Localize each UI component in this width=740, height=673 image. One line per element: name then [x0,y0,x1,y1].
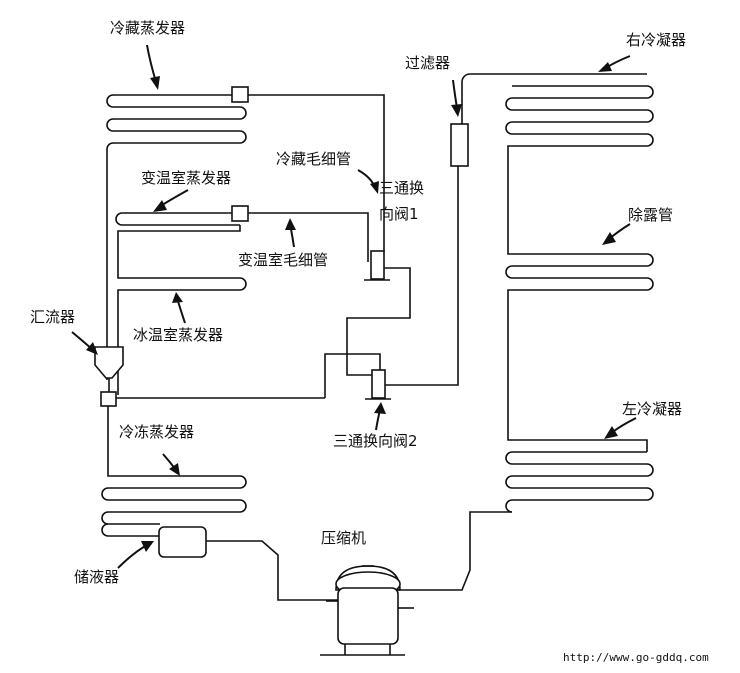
receiver [158,526,207,558]
refrigerated-evaporator [106,94,247,380]
label-valve1-line1: 三通换 [379,179,424,197]
collector [94,346,124,392]
compressor [320,565,414,656]
label-refrigerated-capillary: 冷藏毛细管 [276,150,351,168]
label-right-condenser: 右冷凝器 [626,31,686,49]
label-freezer-evaporator: 冷冻蒸发器 [119,423,194,441]
three-way-valve-1 [346,250,411,376]
label-receiver: 储液器 [74,568,119,586]
suction-line [206,540,338,601]
condenser-coil [461,73,654,513]
refrigerated-capillary-line [248,94,385,252]
label-valve2: 三通换向阀2 [333,432,418,450]
watermark-url: http://www.go-gddq.com [563,651,709,664]
collector-junction [100,391,117,407]
variable-temp-evaporator [115,212,247,395]
refrigerated-junction [231,86,249,103]
label-filter: 过滤器 [405,54,450,72]
label-valve1-line2: 向阀1 [379,205,419,223]
three-way-valve-2 [324,165,459,400]
discharge-line [398,511,512,591]
label-collector: 汇流器 [30,308,75,326]
label-refrigerated-evaporator: 冷藏蒸发器 [110,19,185,37]
label-ice-evaporator: 冰温室蒸发器 [133,326,223,344]
freezer-evaporator [101,406,247,537]
label-variable-temp-capillary: 变温室毛细管 [238,251,328,269]
variable-temp-junction [231,205,249,222]
label-variable-temp-evaporator: 变温室蒸发器 [141,169,231,187]
filter [450,123,469,167]
label-arrows [71,44,637,569]
variable-temp-capillary-line [248,212,369,262]
label-anti-dew-pipe: 除露管 [628,206,673,224]
label-compressor: 压缩机 [321,529,366,547]
label-left-condenser: 左冷凝器 [622,400,682,418]
